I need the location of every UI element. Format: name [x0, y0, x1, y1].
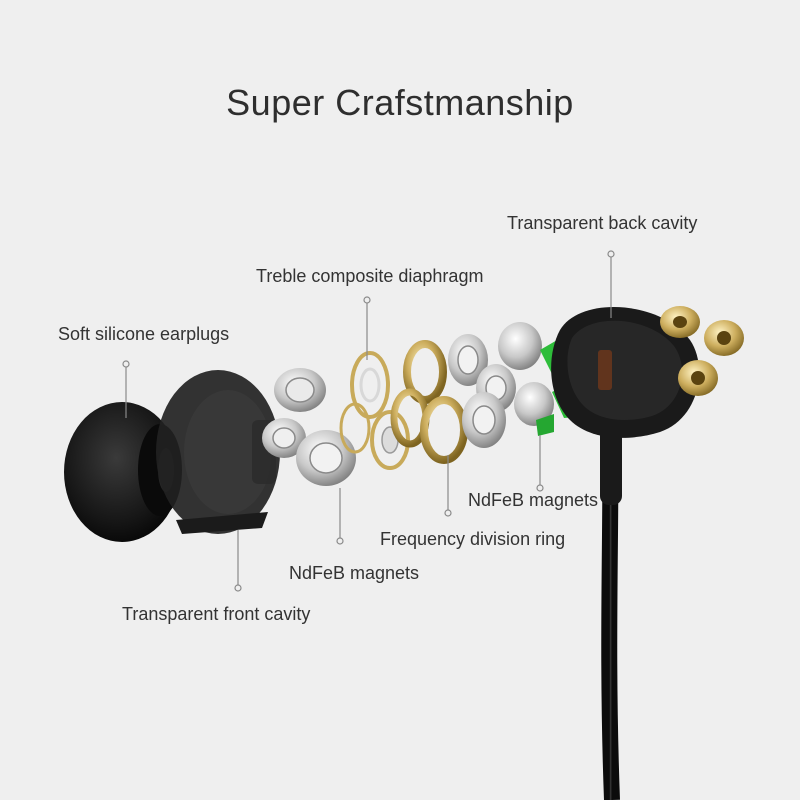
ndfeb-magnets-left-cluster: [262, 368, 356, 486]
cable: [600, 415, 622, 800]
leader-lines: [122, 250, 615, 592]
label-transparent-front-cavity: Transparent front cavity: [122, 604, 311, 624]
label-transparent-back-cavity: Transparent back cavity: [507, 213, 698, 233]
ndfeb-magnets-right-cluster: [448, 322, 554, 448]
label-ndfeb-magnets-right: NdFeB magnets: [468, 490, 599, 510]
page-title: Super Crafstmanship: [226, 82, 574, 123]
label-ndfeb-magnets-left: NdFeB magnets: [289, 563, 420, 583]
front-cavity: [156, 370, 280, 534]
treble-composite-diaphragm: [339, 351, 410, 470]
gold-connectors: [660, 306, 744, 396]
back-cavity: [551, 307, 700, 438]
label-soft-silicone-earplugs: Soft silicone earplugs: [58, 324, 230, 344]
label-treble-composite-diaphragm: Treble composite diaphragm: [256, 266, 484, 286]
label-frequency-division-ring: Frequency division ring: [380, 529, 566, 549]
